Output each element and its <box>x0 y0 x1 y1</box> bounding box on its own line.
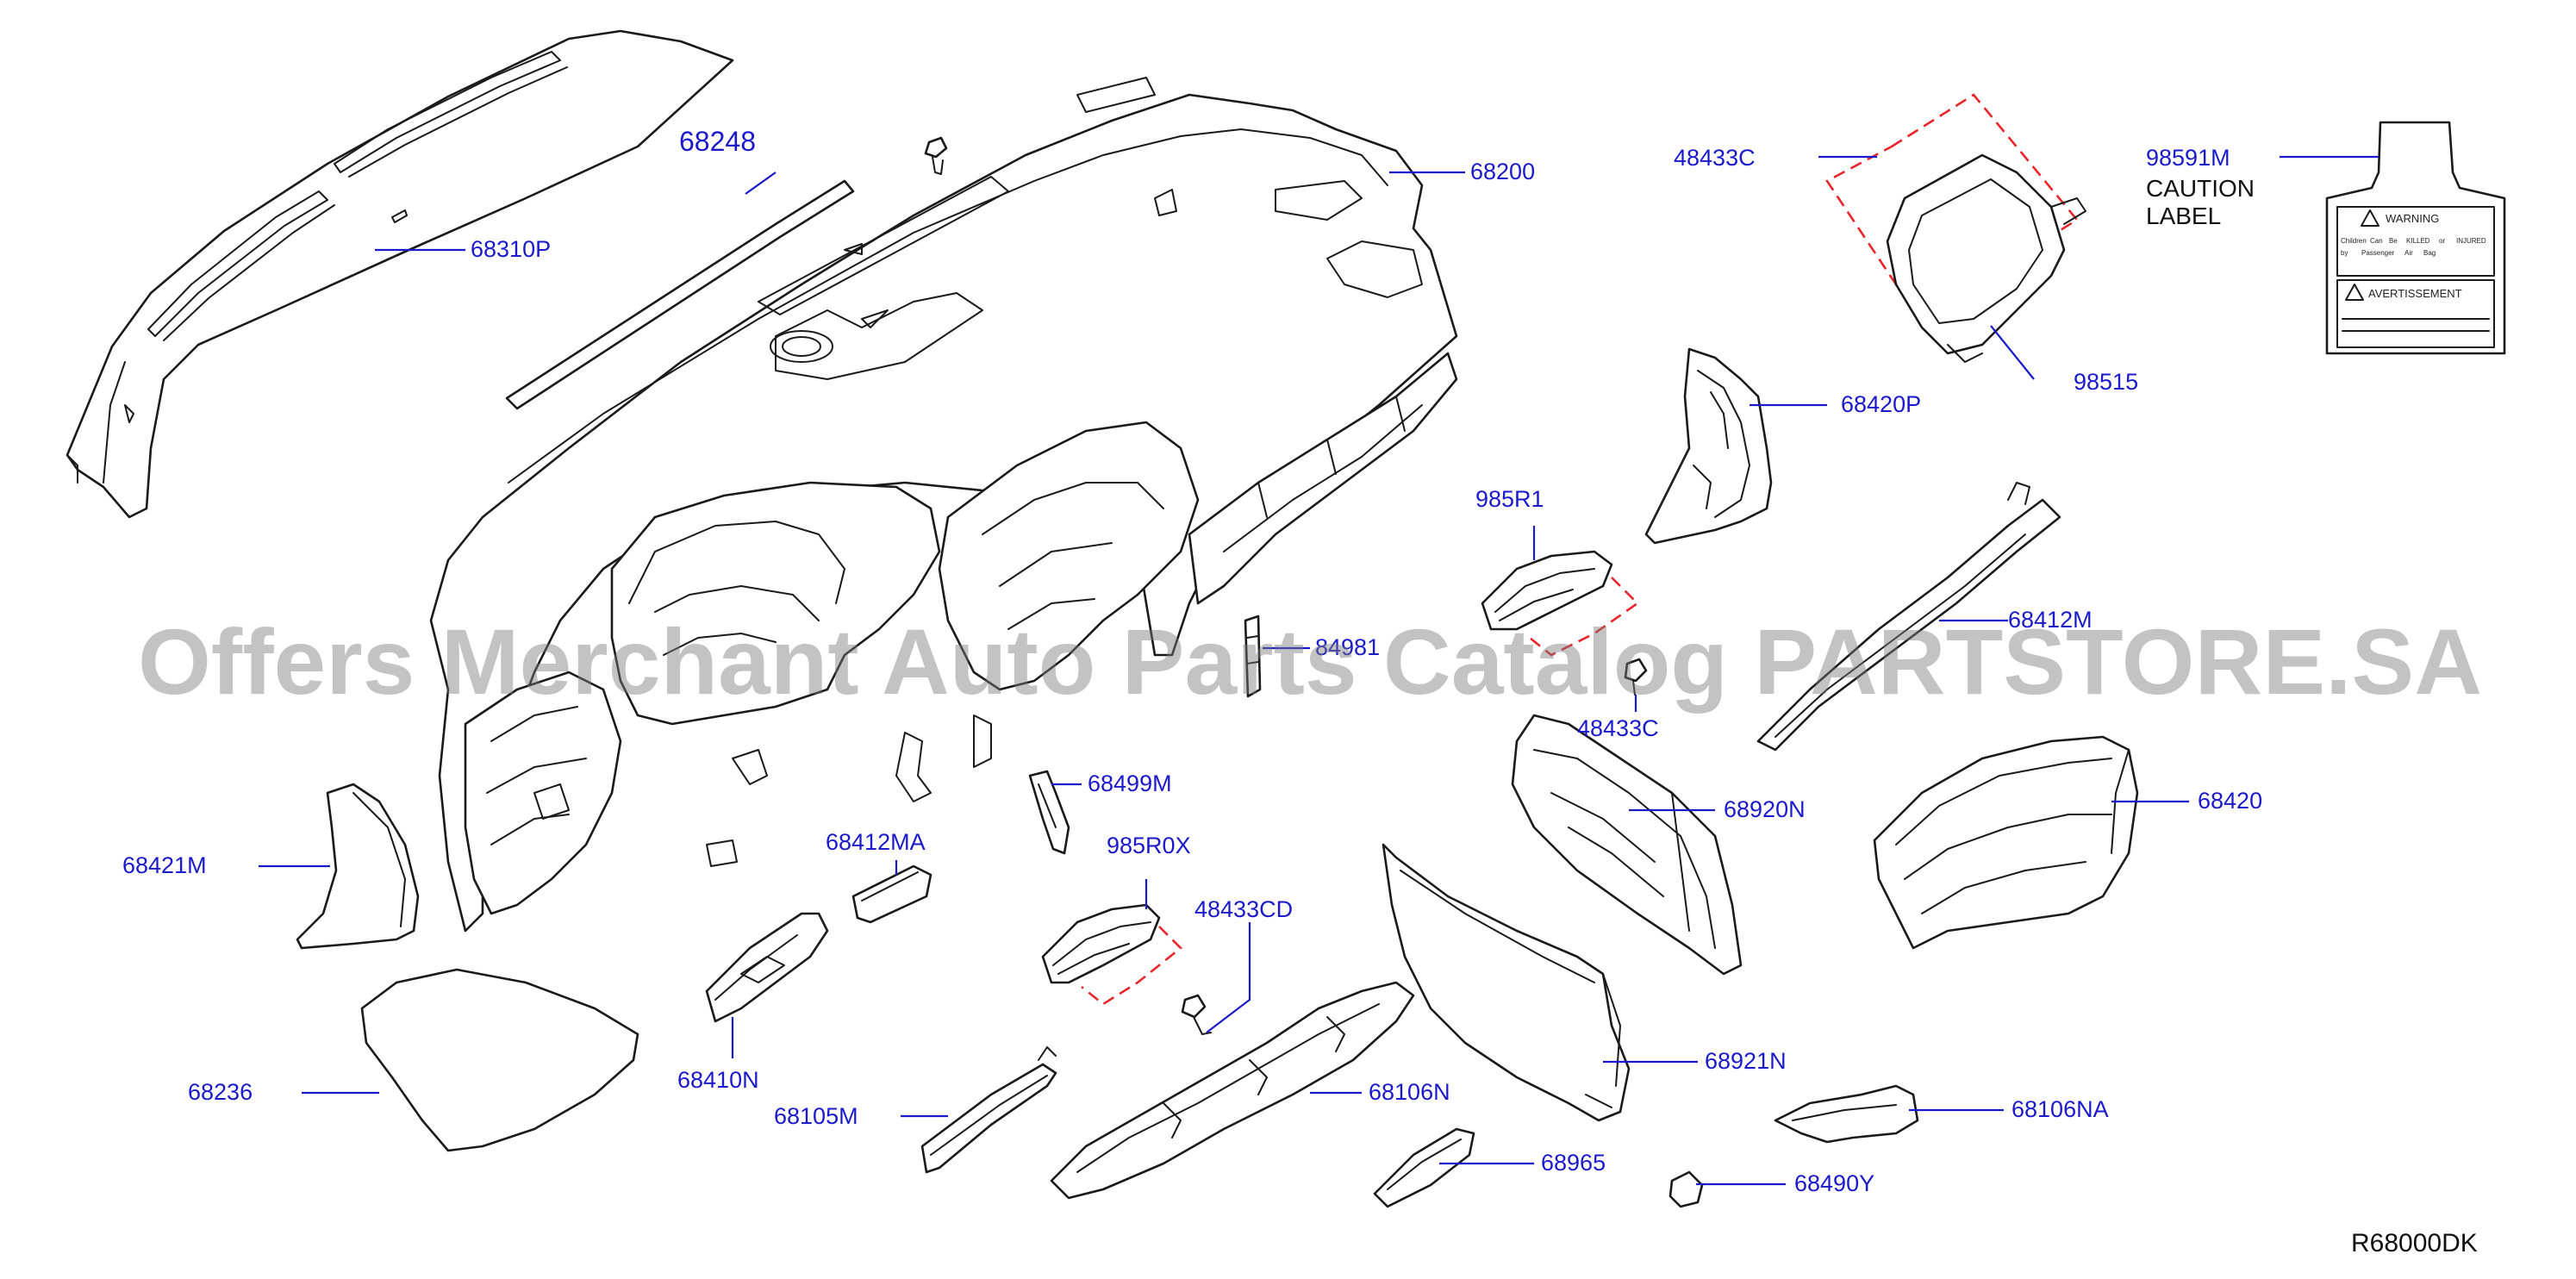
callout-68420p: 68420P <box>1841 391 1921 417</box>
callout-68921n: 68921N <box>1705 1048 1787 1074</box>
callout-48433c-mid: 48433C <box>1577 715 1659 741</box>
screw-part-48433cd <box>1181 994 1212 1035</box>
pad-part-68236 <box>360 968 639 1152</box>
clip-part-48433c-top <box>924 136 948 175</box>
callout-68236: 68236 <box>188 1079 253 1105</box>
bracket-part-985r1 <box>1481 550 1640 657</box>
callout-985r0x: 985R0X <box>1107 833 1191 858</box>
bracket-part-985r0x <box>1041 903 1182 1006</box>
switch-panel-part-68410n <box>705 912 829 1023</box>
warning-word: Can <box>2370 237 2383 245</box>
callout-68412m: 68412M <box>2008 607 2093 633</box>
warning-word: Be <box>2389 237 2398 245</box>
warning-word: Passenger <box>2361 249 2395 257</box>
warning-word: by <box>2341 249 2348 257</box>
callout-68106na: 68106NA <box>2012 1096 2109 1122</box>
clip-part-48433c-mid <box>1624 658 1648 696</box>
bar-part-68105m <box>920 1046 1057 1174</box>
callout-68410n: 68410N <box>677 1067 759 1093</box>
callout-68412ma: 68412MA <box>826 829 926 855</box>
side-cover-part-68421m <box>296 783 420 950</box>
warning-word: KILLED <box>2406 237 2430 245</box>
glove-box-inner-part <box>1511 714 1743 976</box>
caution-label-line2: LABEL <box>2146 203 2221 229</box>
instrument-panel-part <box>429 77 1458 933</box>
callout-98591m: 98591M <box>2146 145 2230 171</box>
callout-68965: 68965 <box>1541 1150 1606 1176</box>
lower-panel-part-68106na <box>1774 1084 1919 1144</box>
callout-68310p: 68310P <box>471 236 551 262</box>
callout-68200: 68200 <box>1470 159 1535 184</box>
avertissement-title: AVERTISSEMENT <box>2368 287 2462 300</box>
callout-98515: 98515 <box>2074 369 2138 395</box>
top-pad-part <box>65 29 734 519</box>
watermark-text: Offers Merchant Auto Parts Catalog PARTS… <box>138 609 2482 714</box>
glove-box-lid-part <box>1382 843 1631 1122</box>
callout-68106n: 68106N <box>1369 1079 1450 1105</box>
callout-48433cd: 48433CD <box>1194 896 1293 922</box>
callout-68248: 68248 <box>679 126 756 157</box>
warning-word: Bag <box>2423 249 2436 257</box>
callout-48433c-top: 48433C <box>1674 145 1756 171</box>
small-trim-part-68412ma <box>851 864 932 924</box>
warning-word: Air <box>2404 249 2413 257</box>
caution-label-line1: CAUTION <box>2146 175 2255 202</box>
callout-68421m: 68421M <box>122 852 207 878</box>
callout-68499m: 68499M <box>1088 771 1172 796</box>
callout-68490y: 68490Y <box>1794 1170 1874 1196</box>
leader-lines <box>259 155 2379 1186</box>
side-trim-part-68420p <box>1644 347 1773 545</box>
caution-label-part: WARNING Children Can Be KILLED or INJURE… <box>2325 121 2506 355</box>
callout-labels: 68248 68200 68310P 48433C 98591M CAUTION… <box>122 126 2262 1196</box>
warning-word: INJURED <box>2456 237 2486 245</box>
bracket-part-68499m <box>1028 770 1070 855</box>
clip-part-68490y <box>1668 1170 1704 1208</box>
callout-68105m: 68105M <box>774 1103 858 1129</box>
warning-title: WARNING <box>2386 212 2439 225</box>
warning-word: Children <box>2341 237 2367 245</box>
callout-68920n: 68920N <box>1724 796 1806 822</box>
bracket-part-84981 <box>1244 615 1262 698</box>
trim-strip-part-68412m <box>1756 482 2061 752</box>
warning-word: or <box>2439 237 2445 245</box>
cluster-hood-part-68420 <box>1873 735 2139 950</box>
strip-part-68248 <box>505 179 855 410</box>
callout-985r1: 985R1 <box>1475 486 1544 512</box>
diagram-code: R68000DK <box>2351 1229 2478 1257</box>
bracket-part-68965 <box>1373 1127 1475 1208</box>
callout-68420: 68420 <box>2198 788 2262 814</box>
airbag-module-part <box>1825 93 2086 363</box>
lower-panel-part-68106n <box>1050 981 1415 1200</box>
callout-84981: 84981 <box>1315 634 1380 660</box>
